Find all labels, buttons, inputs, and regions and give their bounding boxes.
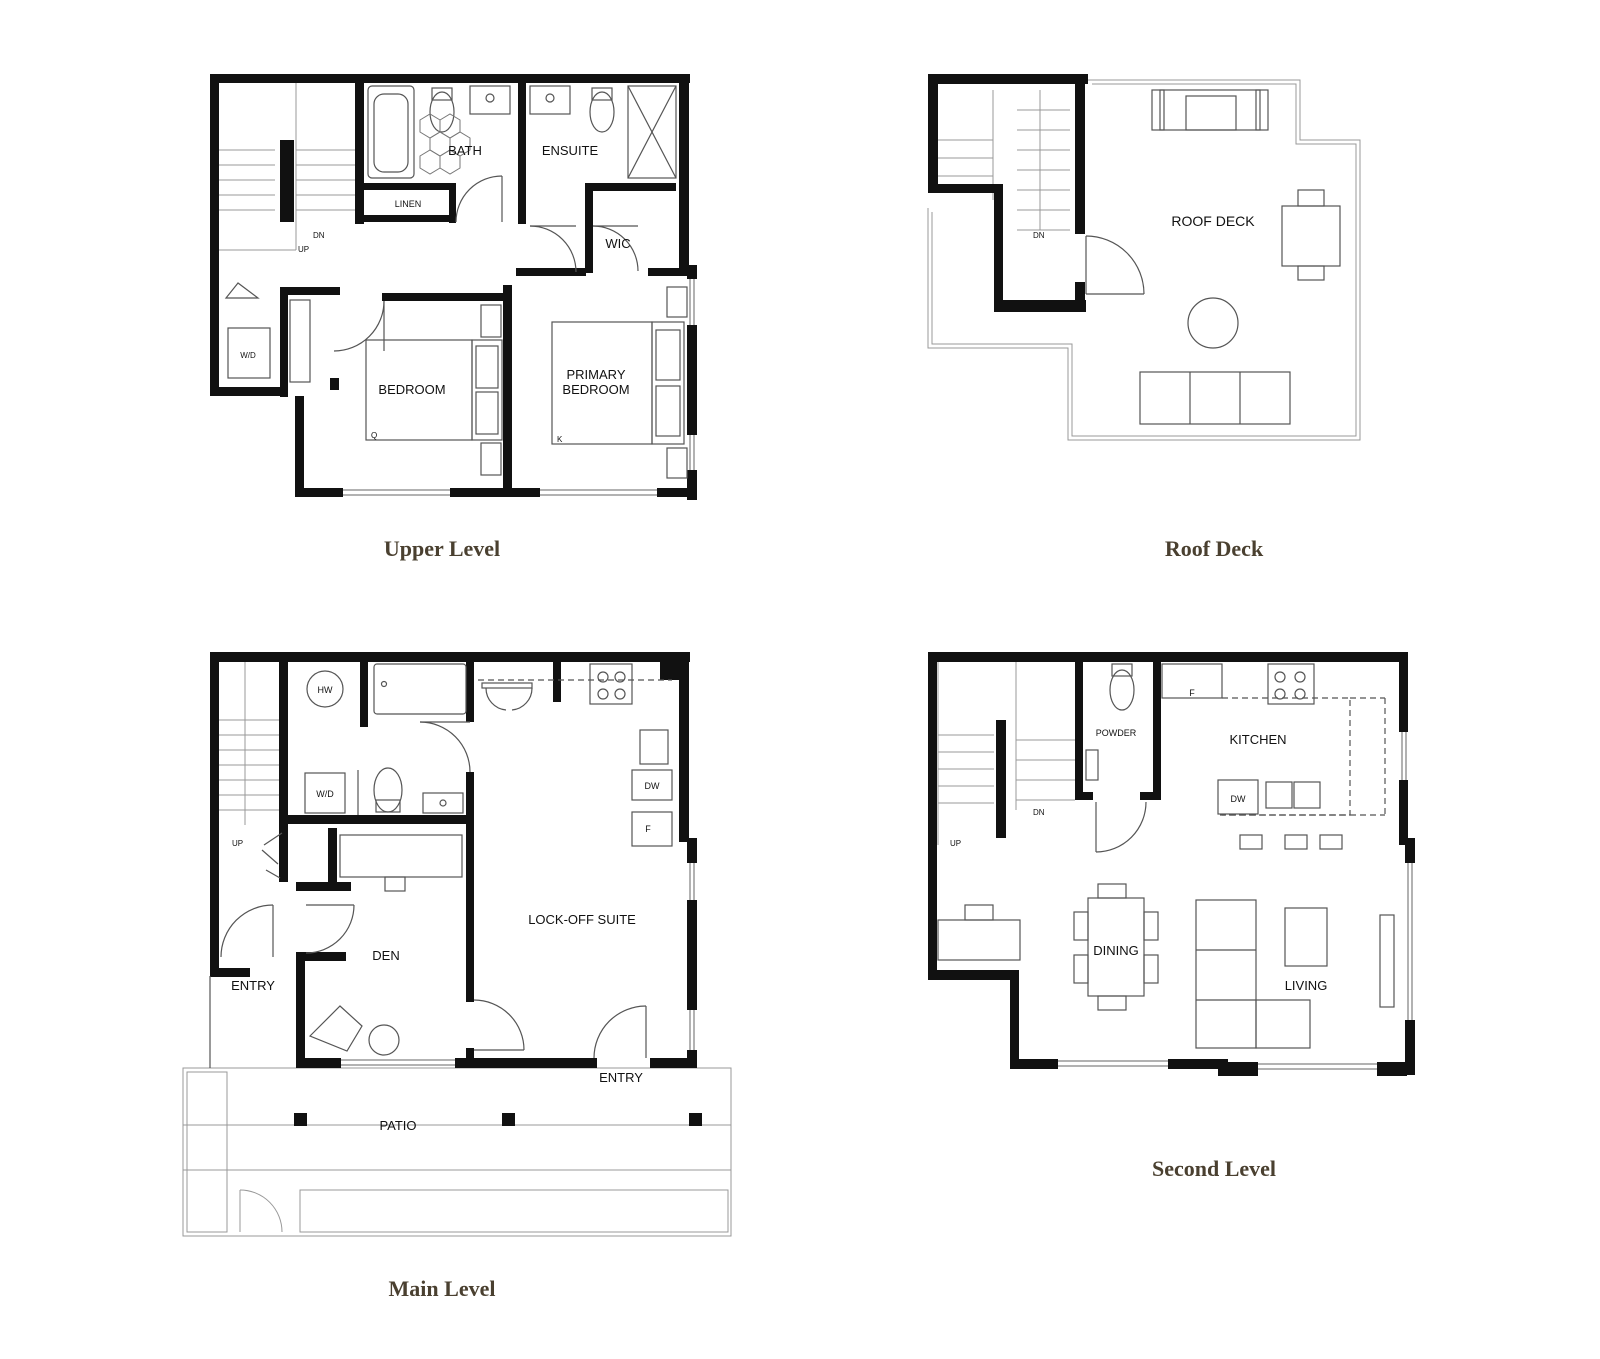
label-living: LIVING: [1285, 978, 1328, 993]
label-powder: POWDER: [1096, 728, 1137, 738]
patio: [182, 1067, 732, 1237]
label-linen: LINEN: [395, 199, 422, 209]
label-wic: WIC: [605, 236, 630, 251]
second-walls: [928, 652, 1415, 1076]
main-windows: [341, 863, 695, 1066]
label-k: K: [557, 435, 563, 444]
roof-furniture: [1085, 89, 1341, 425]
second-fixtures: [937, 663, 1395, 1049]
label-second-dn: DN: [1033, 808, 1045, 817]
upper-walls: [210, 74, 697, 500]
upper-level-plan: BATH ENSUITE LINEN WIC BEDROOM PRIMARY B…: [210, 74, 697, 500]
label-entry-left: ENTRY: [231, 978, 275, 993]
label-second-dw: DW: [1231, 794, 1246, 804]
upper-fixtures: [224, 85, 688, 479]
upper-labels: BATH ENSUITE LINEN WIC BEDROOM PRIMARY B…: [240, 143, 630, 444]
label-den: DEN: [372, 948, 399, 963]
main-fixtures: [209, 663, 673, 1068]
label-main-dw: DW: [645, 781, 660, 791]
caption-main-level: Main Level: [388, 1276, 496, 1301]
label-lockoff: LOCK-OFF SUITE: [528, 912, 636, 927]
patio-posts: [294, 1113, 702, 1126]
label-main-f: F: [645, 824, 651, 834]
label-second-f: F: [1189, 688, 1195, 698]
second-level-plan: POWDER KITCHEN F DW DN UP DINING LIVING: [928, 652, 1415, 1076]
upper-stair-core: [280, 140, 294, 222]
label-roof-deck: ROOF DECK: [1171, 213, 1255, 229]
label-kitchen: KITCHEN: [1229, 732, 1286, 747]
caption-second-level: Second Level: [1151, 1156, 1277, 1181]
roof-outline: [927, 79, 1361, 441]
label-primary-1: PRIMARY: [567, 367, 626, 382]
label-bedroom: BEDROOM: [378, 382, 445, 397]
caption-roof-deck: Roof Deck: [1164, 536, 1264, 561]
label-dn: DN: [313, 231, 325, 240]
second-stair: [937, 662, 1075, 845]
main-labels: HW W/D DW F UP LOCK-OFF SUITE DEN ENTRY …: [231, 685, 660, 1133]
upper-windows: [343, 279, 695, 496]
label-second-up: UP: [950, 839, 961, 848]
second-labels: POWDER KITCHEN F DW DN UP DINING LIVING: [950, 688, 1327, 993]
label-up: UP: [298, 245, 309, 254]
main-walls: [210, 652, 697, 1068]
label-ensuite: ENSUITE: [542, 143, 599, 158]
label-main-wd: W/D: [316, 789, 334, 799]
label-wd: W/D: [240, 351, 256, 360]
label-bath: BATH: [448, 143, 482, 158]
label-dining: DINING: [1093, 943, 1139, 958]
label-patio: PATIO: [379, 1118, 416, 1133]
upper-tile: [419, 113, 471, 175]
label-roof-dn: DN: [1033, 231, 1045, 240]
label-q: Q: [371, 431, 377, 440]
label-primary-2: BEDROOM: [562, 382, 629, 397]
main-level-plan: HW W/D DW F UP LOCK-OFF SUITE DEN ENTRY …: [182, 652, 732, 1237]
caption-upper-level: Upper Level: [383, 536, 501, 561]
roof-walls: [928, 74, 1088, 312]
label-main-up: UP: [232, 839, 243, 848]
main-stair: [217, 660, 280, 825]
second-stair-core: [996, 720, 1006, 838]
roof-deck-plan: ROOF DECK DN: [927, 74, 1361, 441]
roof-labels: ROOF DECK DN: [1033, 213, 1255, 240]
second-windows: [1058, 732, 1413, 1070]
label-entry-right: ENTRY: [599, 1070, 643, 1085]
label-hw: HW: [318, 685, 333, 695]
